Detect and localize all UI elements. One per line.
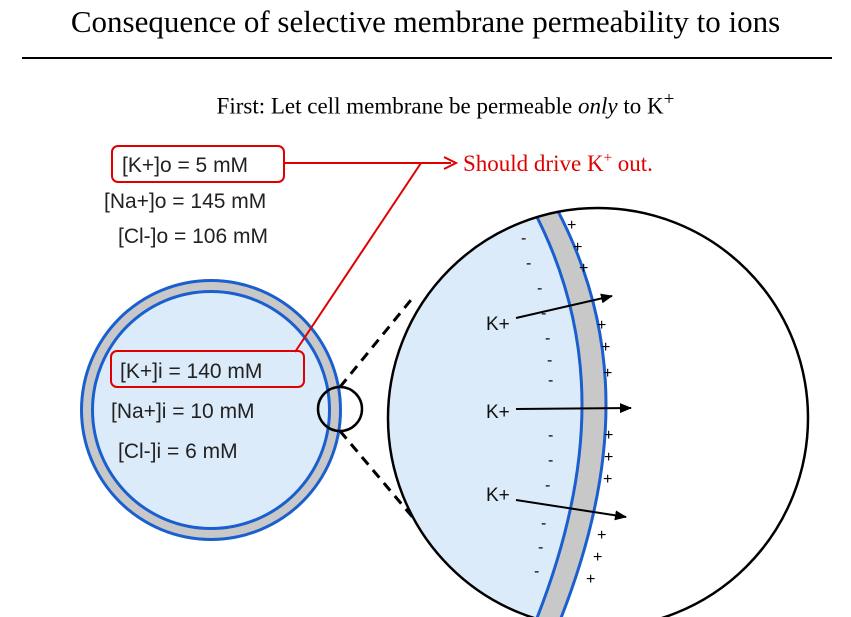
- svg-text:-: -: [548, 452, 553, 469]
- svg-text:+: +: [593, 549, 602, 566]
- svg-text:+: +: [597, 317, 606, 334]
- callout-prefix: Should drive K: [463, 151, 604, 176]
- svg-text:+: +: [586, 571, 595, 588]
- subtitle-prefix: First: Let cell membrane be permeable: [216, 93, 579, 119]
- svg-text:+: +: [567, 217, 576, 234]
- svg-text:-: -: [541, 305, 546, 322]
- svg-text:+: +: [573, 239, 582, 256]
- zoom-outer-edge: [550, 208, 608, 617]
- subtitle-emphasis: only: [578, 93, 618, 119]
- svg-text:-: -: [547, 352, 552, 369]
- k-ion-label: K+: [486, 314, 510, 335]
- svg-text:-: -: [537, 280, 542, 297]
- callout-line-diagonal: [294, 162, 422, 353]
- callout-text: Should drive K+ out.: [463, 150, 653, 176]
- k-inside-label: [K+]i = 140 mM: [120, 360, 262, 383]
- svg-text:+: +: [603, 365, 612, 382]
- svg-text:-: -: [521, 230, 526, 247]
- k-efflux-arrow: [515, 499, 627, 521]
- svg-text:-: -: [526, 255, 531, 272]
- svg-text:+: +: [604, 427, 613, 444]
- zoom-line-bottom: [338, 430, 417, 521]
- na-outside-label: [Na+]o = 145 mM: [104, 190, 266, 213]
- zoom-membrane: [528, 208, 606, 617]
- k-ion-top: K+: [486, 293, 613, 335]
- svg-text:-: -: [534, 563, 539, 580]
- subtitle-sup: +: [663, 89, 675, 110]
- na-inside-label: [Na+]i = 10 mM: [111, 400, 255, 423]
- zoom-inner-edge: [526, 208, 584, 617]
- k-outside-label: [K+]o = 5 mM: [122, 154, 248, 177]
- cl-inside-label: [Cl-]i = 6 mM: [118, 440, 238, 463]
- k-ion-label: K+: [486, 402, 510, 423]
- callout-suffix: out.: [612, 151, 653, 176]
- slide-subtitle: First: Let cell membrane be permeable on…: [0, 89, 851, 120]
- svg-text:-: -: [538, 539, 543, 556]
- svg-text:-: -: [541, 515, 546, 532]
- negative-charges: - - - - - - - - - - - - -: [521, 230, 553, 580]
- k-ion-bottom: K+: [486, 485, 627, 521]
- zoom-line-top: [338, 294, 417, 388]
- zoom-circle: [386, 206, 810, 617]
- svg-text:+: +: [597, 527, 606, 544]
- k-ion-label: K+: [486, 485, 510, 506]
- svg-text:-: -: [545, 330, 550, 347]
- callout-sup: +: [604, 150, 612, 166]
- title-rule: [22, 57, 832, 59]
- k-efflux-arrow: [515, 293, 613, 319]
- slide-title: Consequence of selective membrane permea…: [70, 4, 781, 39]
- svg-text:+: +: [604, 449, 613, 466]
- svg-text:+: +: [601, 339, 610, 356]
- subtitle-middle: to K: [617, 93, 664, 119]
- svg-text:-: -: [548, 372, 553, 389]
- k-in-highlight-box: [110, 350, 305, 388]
- svg-text:+: +: [603, 471, 612, 488]
- cl-outside-label: [Cl-]o = 106 mM: [118, 225, 268, 248]
- zoom-cytoplasm: [388, 208, 582, 617]
- svg-text:+: +: [579, 260, 588, 277]
- k-efflux-arrow: [515, 403, 632, 414]
- callout-arrowhead: [443, 156, 459, 170]
- zoom-contents: [388, 208, 808, 617]
- k-ion-middle: K+: [486, 402, 632, 423]
- positive-charges: + + + + + + + + + + + +: [567, 217, 613, 588]
- svg-text:-: -: [548, 427, 553, 444]
- svg-text:-: -: [545, 477, 550, 494]
